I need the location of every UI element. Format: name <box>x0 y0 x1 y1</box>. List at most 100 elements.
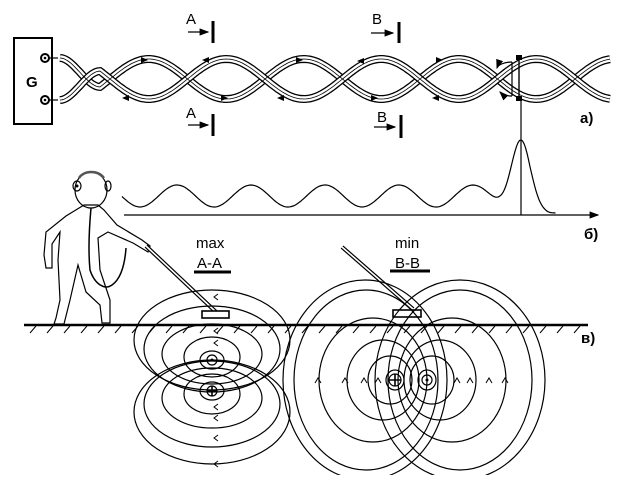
field-max-title: max <box>196 235 225 252</box>
ground-hatch <box>199 325 207 334</box>
section-marker-b-top: B <box>371 11 401 43</box>
field-line <box>417 369 437 391</box>
ground-hatch <box>233 325 241 334</box>
ground-hatch <box>505 325 513 334</box>
ground-hatch <box>29 325 37 334</box>
panel-label-b: б) <box>584 226 598 243</box>
ground-hatch <box>386 325 394 334</box>
ground-hatch <box>114 325 122 334</box>
ground-hatch <box>403 325 411 334</box>
field-direction-icon <box>213 293 219 301</box>
field-direction-icon <box>341 377 349 384</box>
svg-text:B: B <box>377 109 387 126</box>
field-direction-icon <box>314 377 322 384</box>
fault-short <box>496 55 522 101</box>
ground-hatch <box>80 325 88 334</box>
signal-plot: б) <box>121 100 600 243</box>
current-arrow-icon <box>122 95 129 101</box>
headphone-band <box>77 170 105 179</box>
twisted-pair-cable <box>59 54 611 104</box>
field-line <box>409 355 455 405</box>
ground-hatch <box>420 325 428 334</box>
field-direction-icon <box>485 377 493 384</box>
ground-surface <box>24 323 588 334</box>
ground-hatch <box>335 325 343 334</box>
field-line <box>403 339 477 421</box>
ground-hatch <box>471 325 479 334</box>
headphone-left-icon <box>72 180 82 192</box>
field-max-section: A-A <box>197 255 222 272</box>
field-line <box>183 336 241 378</box>
field-direction-icon <box>360 377 368 384</box>
field-line <box>293 289 439 471</box>
ground-hatch <box>216 325 224 334</box>
generator-label: G <box>26 74 38 91</box>
panel-label-v: в) <box>581 330 595 347</box>
svg-text:A: A <box>186 105 196 122</box>
field-line <box>282 279 448 480</box>
ground-hatch <box>250 325 258 334</box>
section-marker-b-bottom: B <box>374 109 403 138</box>
operator-figure <box>43 170 230 325</box>
field-line <box>318 317 428 443</box>
field-direction-icon <box>213 339 219 347</box>
field-direction-icon <box>466 377 474 384</box>
ground-hatch <box>267 325 275 334</box>
current-arrow-icon <box>221 95 228 101</box>
field-line <box>374 279 546 480</box>
field-min-title: min <box>395 235 419 252</box>
current-arrow-icon <box>436 57 443 63</box>
detector-coil-a <box>201 310 230 319</box>
current-arrow-icon <box>432 95 439 101</box>
ground-hatch <box>539 325 547 334</box>
field-line <box>183 373 241 415</box>
current-arrow-icon <box>277 95 284 101</box>
field-direction-icon <box>213 460 219 468</box>
ground-hatch <box>352 325 360 334</box>
generator: G <box>13 37 58 125</box>
wire-current-out-icon-b <box>421 374 433 386</box>
ground-hatch <box>488 325 496 334</box>
field-direction-icon <box>213 434 219 442</box>
field-direction-icon <box>213 414 219 422</box>
generator-box <box>13 37 53 125</box>
section-marker-a-top: A <box>186 11 215 43</box>
ground-hatch <box>46 325 54 334</box>
headphone-right-icon <box>104 180 112 192</box>
ground-hatch <box>369 325 377 334</box>
field-lines-min: min B-B <box>282 235 546 480</box>
ground-hatch <box>573 325 581 334</box>
ground-hatch <box>437 325 445 334</box>
signal-curve <box>121 139 556 214</box>
ground-hatch <box>63 325 71 334</box>
svg-text:B: B <box>372 11 382 28</box>
field-min-section: B-B <box>395 255 420 272</box>
headphone-cable <box>88 207 127 288</box>
svg-text:A: A <box>186 11 196 28</box>
field-direction-icon <box>213 403 219 411</box>
ground-hatch <box>556 325 564 334</box>
ground-hatch <box>97 325 105 334</box>
current-arrow-icon <box>371 95 378 101</box>
wire-current-out-icon <box>206 354 218 366</box>
ground-hatch <box>522 325 530 334</box>
field-lines-max: max A-A <box>133 235 291 468</box>
ground-hatch <box>454 325 462 334</box>
panel-label-a: а) <box>580 110 593 127</box>
current-arrow-icon <box>296 57 303 63</box>
field-line <box>199 381 225 401</box>
field-direction-icon <box>213 327 219 335</box>
ground-hatch <box>165 325 173 334</box>
field-direction-icon <box>453 377 461 384</box>
section-marker-a-bottom: A <box>186 105 215 136</box>
field-line <box>387 289 533 471</box>
field-direction-icon <box>501 377 509 384</box>
field-line <box>346 339 420 421</box>
current-arrow-icon <box>357 58 364 64</box>
ground-hatch <box>318 325 326 334</box>
current-arrow-icon <box>141 57 148 63</box>
detector-coil-b <box>392 309 422 318</box>
field-direction-icon <box>374 377 382 384</box>
